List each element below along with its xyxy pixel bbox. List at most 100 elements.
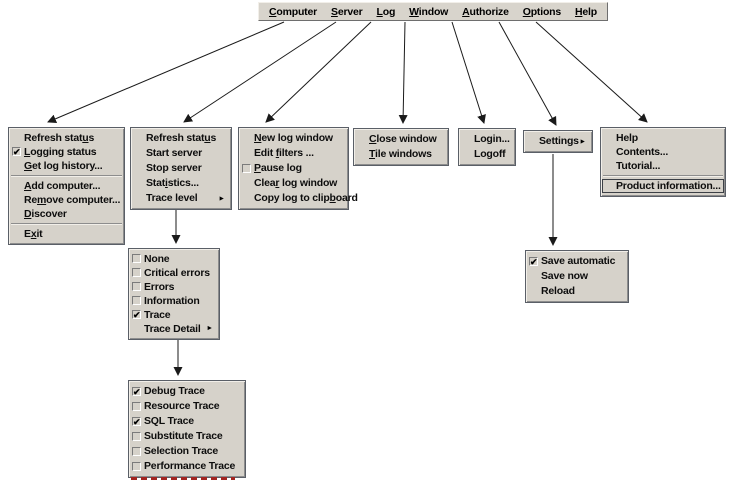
menu-item-trace[interactable]: ✔Trace [130,308,218,322]
menu-item-label: Statistics... [146,177,199,189]
menu-item-label: Tile windows [369,148,432,160]
arrow-options [498,21,557,126]
checkbox-unchecked-icon [132,446,141,456]
checkbox-checked-icon: ✔ [132,386,141,397]
checkbox-unchecked-icon [132,401,141,411]
menu-item-discover[interactable]: Discover [10,207,123,221]
menu-item-critical-errors[interactable]: Critical errors [130,266,218,280]
arrow-computer [47,21,285,124]
checkbox-checked-icon: ✔ [132,416,141,427]
menu-item-close-window[interactable]: Close window [355,132,447,147]
menu-item-substitute-trace[interactable]: Substitute Trace [130,429,244,444]
menu-item-contents[interactable]: Contents... [602,145,724,159]
menu-item-logging-status[interactable]: ✔Logging status [10,145,123,159]
menu-item-label: Product information... [616,180,721,192]
menu-item-selection-trace[interactable]: Selection Trace [130,444,244,459]
menu-item-pause-log[interactable]: Pause log [240,161,347,176]
menu-item-copy-log-to-clipboard[interactable]: Copy log to clipboard [240,191,358,206]
menu-item-remove-computer[interactable]: Remove computer... [10,193,123,207]
arrow-server [183,21,337,123]
cropped-red-text-artifact [131,477,235,480]
menu-item-information[interactable]: Information [130,294,218,308]
menubar-item-options[interactable]: Options [516,4,568,20]
menu-item-label: Authorize [462,5,509,18]
menu-item-label: Resource Trace [144,400,220,412]
menu-item-trace-level[interactable]: Trace level► [132,191,230,206]
menu-item-label: Tutorial... [616,160,661,172]
menu-item-edit-filters[interactable]: Edit filters ... [240,146,347,161]
menu-item-label: Server [331,5,363,18]
menubar-item-authorize[interactable]: Authorize [455,4,516,20]
menu-item-label: Debug Trace [144,385,205,397]
menu-item-label: Discover [24,208,67,220]
checkbox-unchecked-icon [242,163,251,173]
menu-item-exit[interactable]: Exit [10,227,123,241]
menu-item-save-now[interactable]: Save now [527,269,627,284]
menu-item-resource-trace[interactable]: Resource Trace [130,399,244,414]
menu-item-label: Contents... [616,146,669,158]
menu-item-label: SQL Trace [144,415,194,427]
menu-item-label: Trace level [146,192,198,204]
menu-item-settings[interactable]: Settings► [525,134,591,149]
menubar-item-computer[interactable]: Computer [262,4,324,20]
menu-item-new-log-window[interactable]: New log window [240,131,347,146]
menu-item-add-computer[interactable]: Add computer... [10,179,123,193]
menubar-item-log[interactable]: Log [370,4,403,20]
menu-item-refresh-status[interactable]: Refresh status [132,131,230,146]
menu-item-stop-server[interactable]: Stop server [132,161,230,176]
menu-item-label: Critical errors [144,267,210,279]
menu-item-product-information[interactable]: Product information... [602,179,724,193]
menu-item-tile-windows[interactable]: Tile windows [355,147,447,162]
menu-item-label: Clear log window [254,177,338,189]
menu-item-label: Edit filters ... [254,147,314,159]
menu-item-trace-detail[interactable]: Trace Detail► [130,322,218,336]
menu-item-label: Options [522,5,562,18]
checkbox-unchecked-icon [132,282,141,291]
checkbox-unchecked-icon [132,296,141,305]
menu-item-label: Save now [541,270,588,282]
menu-item-save-automatic[interactable]: ✔Save automatic [527,254,627,269]
authorize-menu: Login...Logoff [458,128,516,166]
menu-item-help[interactable]: Help [602,131,724,145]
arrow-authorize [451,21,486,124]
options-menu: Settings► [523,130,593,153]
checkbox-checked-icon: ✔ [12,147,21,157]
menu-item-label: Settings [539,135,579,147]
menu-item-label: Performance Trace [144,460,236,472]
menu-item-label: Help [616,132,638,144]
menu-separator [11,223,122,225]
menu-item-statistics[interactable]: Statistics... [132,176,230,191]
menu-separator [11,175,122,177]
menu-separator [603,175,723,177]
menu-item-sql-trace[interactable]: ✔SQL Trace [130,414,244,429]
menu-item-logoff[interactable]: Logoff [460,147,514,162]
checkbox-unchecked-icon [132,268,141,277]
menu-item-get-log-history[interactable]: Get log history... [10,159,123,173]
checkbox-unchecked-icon [132,254,141,263]
menubar-item-help[interactable]: Help [568,4,604,20]
menu-item-reload[interactable]: Reload [527,284,627,299]
menu-item-debug-trace[interactable]: ✔Debug Trace [130,384,244,399]
menu-item-start-server[interactable]: Start server [132,146,230,161]
checkbox-checked-icon: ✔ [132,310,141,320]
menu-item-label: Pause log [254,162,302,174]
menu-item-login[interactable]: Login... [460,132,514,147]
menu-item-refresh-status[interactable]: Refresh status [10,131,123,145]
menu-item-label: Get log history... [24,160,103,172]
menubar-item-window[interactable]: Window [402,4,455,20]
menu-item-clear-log-window[interactable]: Clear log window [240,176,347,191]
menu-item-label: Computer [269,5,317,18]
menu-item-label: Selection Trace [144,445,219,457]
menu-item-errors[interactable]: Errors [130,280,218,294]
menu-item-tutorial[interactable]: Tutorial... [602,159,724,173]
checkbox-checked-icon: ✔ [529,256,538,267]
menu-item-none[interactable]: None [130,252,218,266]
menubar-item-server[interactable]: Server [324,4,370,20]
menu-item-performance-trace[interactable]: Performance Trace [130,459,244,474]
